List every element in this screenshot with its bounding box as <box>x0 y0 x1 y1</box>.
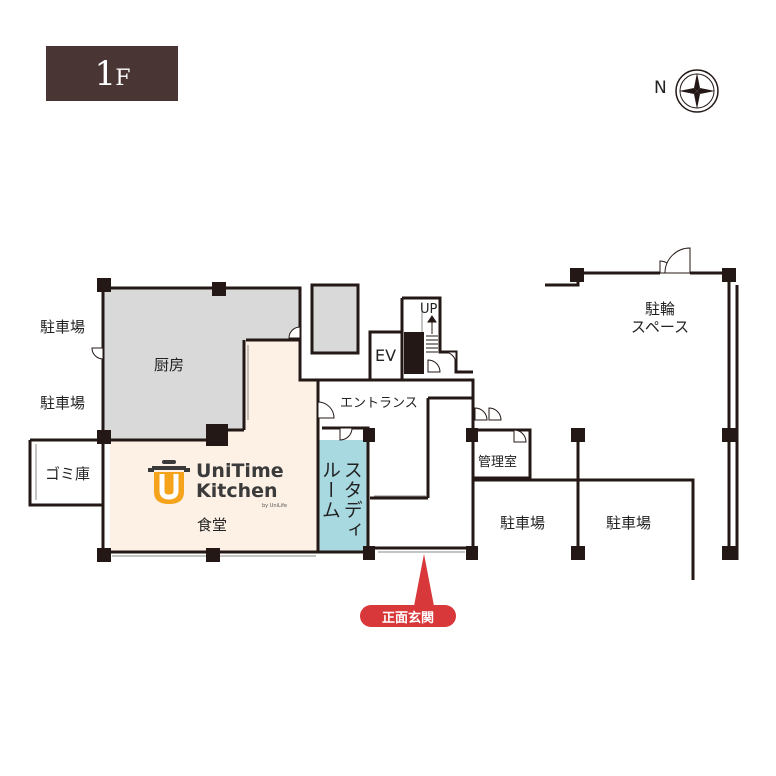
stairs-up-label: UP <box>420 302 438 317</box>
study-room-line-1: スタディ <box>340 460 363 540</box>
stairs-steps <box>426 315 438 353</box>
study-room-line-2: ルーム <box>318 460 341 520</box>
compass-rose <box>675 69 719 113</box>
bike-space-line-2: スペース <box>630 318 690 336</box>
kitchen-area <box>103 288 300 440</box>
floor-badge: 1F <box>46 46 178 101</box>
logo-line-1: UniTime <box>196 460 284 482</box>
logo-byline: by UniLife <box>262 503 287 509</box>
compass-north-label: N <box>654 78 667 98</box>
elevator-label: EV <box>375 346 397 365</box>
entrance-hall-label: エントランス <box>340 396 418 411</box>
window-lines <box>35 302 465 557</box>
logo-line-2: Kitchen <box>196 479 278 502</box>
parking-right-2-label: 駐車場 <box>606 514 652 532</box>
garbage-room-label: ゴミ庫 <box>45 465 91 483</box>
parking-right-1-label: 駐車場 <box>500 514 546 532</box>
front-entrance-tag: 正面玄関 <box>360 605 456 627</box>
management-room-label: 管理室 <box>478 455 518 470</box>
floor-suffix: F <box>115 65 130 91</box>
study-room-area <box>318 440 368 552</box>
front-entrance-arrow <box>414 554 434 606</box>
pillars <box>97 268 736 562</box>
bike-space-line-1: 駐輪 <box>644 300 675 318</box>
doors <box>91 247 691 443</box>
pot-icon <box>148 460 190 504</box>
bike-space-label: 駐輪スペース <box>610 300 710 336</box>
void-box <box>310 283 360 355</box>
floor-number: 1 <box>94 53 117 94</box>
parking-left-bottom-label: 駐車場 <box>40 394 86 412</box>
parking-left-top-label: 駐車場 <box>40 318 86 336</box>
study-room-label: スタディルーム <box>318 460 363 540</box>
kitchen-label: 厨房 <box>154 356 185 374</box>
dining-label: 食堂 <box>197 516 228 534</box>
